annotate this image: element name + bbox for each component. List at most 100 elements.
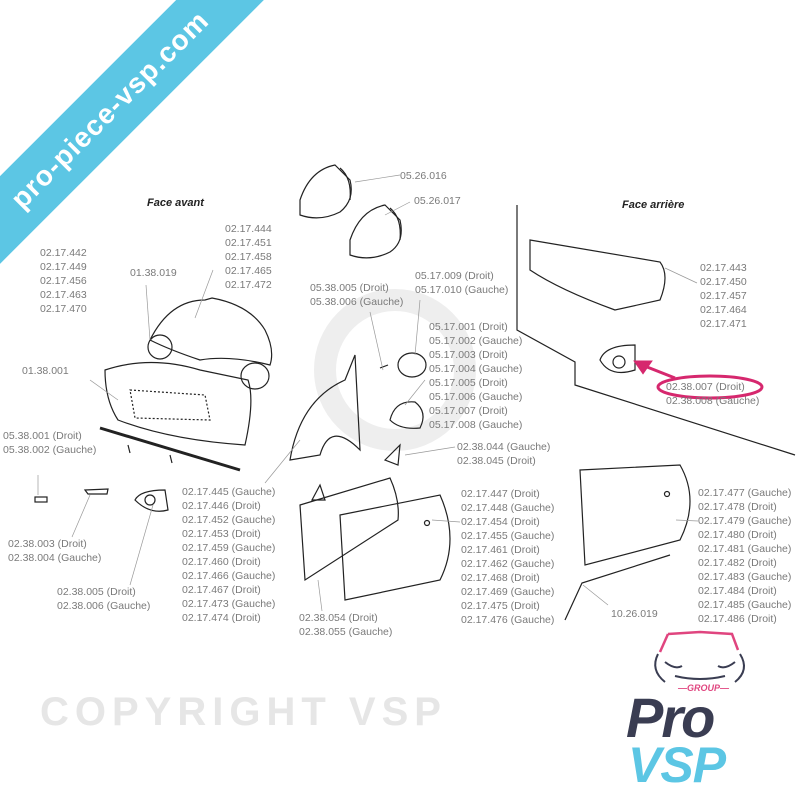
part-label-bumper-trim: 02.38.003 (Droit) 02.38.004 (Gauche): [8, 537, 101, 565]
part-number: 05.17.005 (Droit): [429, 377, 508, 389]
part-number: 02.17.454 (Droit): [461, 516, 540, 528]
part-number: 02.17.466 (Gauche): [182, 570, 276, 582]
part-label-door-panel: 02.38.054 (Droit) 02.38.055 (Gauche): [299, 611, 392, 639]
copyright-symbol-watermark: [314, 289, 476, 451]
door-left-drawing: [339, 494, 451, 601]
rear-reflector-drawing: [599, 344, 636, 373]
part-number: 05.17.006 (Gauche): [429, 391, 523, 403]
part-number: 05.17.003 (Droit): [429, 349, 508, 361]
part-number: 02.17.479 (Gauche): [698, 515, 792, 527]
part-label-mirror-cover: 05.17.009 (Droit) 05.17.010 (Gauche): [415, 269, 508, 297]
part-number: 02.17.460 (Droit): [182, 556, 261, 568]
part-number: 05.17.004 (Gauche): [429, 363, 523, 375]
part-number: 02.17.461 (Droit): [461, 544, 540, 556]
part-number: 02.38.003 (Droit): [8, 538, 87, 550]
part-number: 02.17.470: [40, 303, 87, 315]
part-number: 02.38.054 (Droit): [299, 612, 378, 624]
part-label-door-seal: 10.26.019: [611, 607, 658, 621]
part-number: 02.17.455 (Gauche): [461, 530, 555, 542]
part-number: 02.17.450: [700, 276, 747, 288]
part-label-mirror: 05.17.001 (Droit) 05.17.002 (Gauche) 05.17…: [429, 320, 522, 432]
part-number: 02.17.467 (Droit): [182, 584, 261, 596]
part-number: 02.17.451: [225, 237, 272, 249]
part-label-door-right: 02.17.477 (Gauche) 02.17.478 (Droit) 02.17…: [698, 486, 791, 626]
part-label-fog-surround: 02.38.005 (Droit) 02.38.006 (Gauche): [57, 585, 150, 613]
rear-bumper-drawing: [529, 239, 666, 311]
part-number: 02.17.465: [225, 265, 272, 277]
part-number: 02.17.471: [700, 318, 747, 330]
part-number: 02.17.459 (Gauche): [182, 542, 276, 554]
part-number: 02.17.452 (Gauche): [182, 514, 276, 526]
part-number: 02.17.477 (Gauche): [698, 487, 792, 499]
part-number: 02.38.005 (Droit): [57, 586, 136, 598]
part-number: 05.38.006 (Gauche): [310, 296, 404, 308]
part-number: 02.17.446 (Droit): [182, 500, 261, 512]
part-number: 02.17.474 (Droit): [182, 612, 261, 624]
logo-group-text: —GROUP—: [678, 683, 730, 693]
part-number: 02.38.044 (Gauche): [457, 441, 551, 453]
part-number: 02.38.055 (Gauche): [299, 626, 393, 638]
part-number: 02.17.457: [700, 290, 747, 302]
headlight-right-drawing: [299, 164, 352, 219]
part-number: 02.17.445 (Gauche): [182, 486, 276, 498]
door-seal-drawing: [564, 554, 671, 621]
part-number: 05.38.005 (Droit): [310, 282, 389, 294]
part-number: 05.26.016: [400, 170, 447, 182]
part-number: 02.17.480 (Droit): [698, 529, 777, 541]
part-number: 05.26.017: [414, 195, 461, 207]
part-number: 02.17.447 (Droit): [461, 488, 540, 500]
part-label-headlight-r: 05.26.016: [400, 169, 447, 183]
part-number: 02.17.453 (Droit): [182, 528, 261, 540]
logo-vsp-text: VSP: [628, 737, 726, 793]
part-number: 02.38.007 (Droit): [666, 381, 745, 393]
part-number: 02.17.464: [700, 304, 747, 316]
door-panel-drawing: [299, 477, 399, 582]
part-number: 01.38.019: [130, 267, 177, 279]
part-label-rear-bumper: 02.17.443 02.17.450 02.17.457 02.17.464 02.1…: [700, 261, 747, 331]
part-number: 02.17.478 (Droit): [698, 501, 777, 513]
part-number: 02.17.472: [225, 279, 272, 291]
door-right-drawing: [579, 464, 691, 566]
part-label-headlight-l: 05.26.017: [414, 194, 461, 208]
part-number: 02.17.481 (Gauche): [698, 543, 792, 555]
headlight-left-drawing: [349, 204, 402, 259]
part-number: 02.17.486 (Droit): [698, 613, 777, 625]
logo-pro-text: Pro: [626, 686, 715, 749]
part-number: 02.17.484 (Droit): [698, 585, 777, 597]
part-number: 02.38.004 (Gauche): [8, 552, 102, 564]
part-number: 05.17.010 (Gauche): [415, 284, 509, 296]
part-number: 02.38.045 (Droit): [457, 455, 536, 467]
part-number: 05.17.009 (Droit): [415, 270, 494, 282]
front-bumper-drawing: [104, 361, 252, 446]
part-label-corner-trim: 02.38.044 (Gauche) 02.38.045 (Droit): [457, 440, 550, 468]
part-label-rear-reflector: 02.38.007 (Droit) 02.38.008 (Gauche): [666, 380, 759, 408]
part-number: 01.38.001: [22, 365, 69, 377]
part-number: 05.38.001 (Droit): [3, 430, 82, 442]
part-number: 02.38.006 (Gauche): [57, 600, 151, 612]
hood-drawing: [149, 297, 273, 366]
part-number: 02.17.448 (Gauche): [461, 502, 555, 514]
part-number: 02.38.008 (Gauche): [666, 395, 760, 407]
part-number: 02.17.463: [40, 289, 87, 301]
part-number: 05.17.002 (Gauche): [429, 335, 523, 347]
part-number: 02.17.485 (Gauche): [698, 599, 792, 611]
part-label-door-left: 02.17.447 (Droit) 02.17.448 (Gauche) 02.17…: [461, 487, 554, 627]
part-number: 02.17.476 (Gauche): [461, 614, 555, 626]
part-number: 02.17.443: [700, 262, 747, 274]
front-wing-drawing: [289, 354, 361, 461]
part-number: 05.17.001 (Droit): [429, 321, 508, 333]
car-logo-icon: [654, 630, 745, 683]
copyright-watermark: COPYRIGHT VSP: [40, 690, 447, 734]
part-number: 02.17.456: [40, 275, 87, 287]
part-number: 02.17.475 (Droit): [461, 600, 540, 612]
front-view-title: Face avant: [147, 197, 204, 209]
part-label-front-wing: 02.17.445 (Gauche) 02.17.446 (Droit) 02.17…: [182, 485, 275, 625]
part-number: 02.17.449: [40, 261, 87, 273]
part-number: 02.17.458: [225, 251, 272, 263]
part-label-grille: 01.38.019: [130, 266, 177, 280]
part-number: 02.17.483 (Gauche): [698, 571, 792, 583]
